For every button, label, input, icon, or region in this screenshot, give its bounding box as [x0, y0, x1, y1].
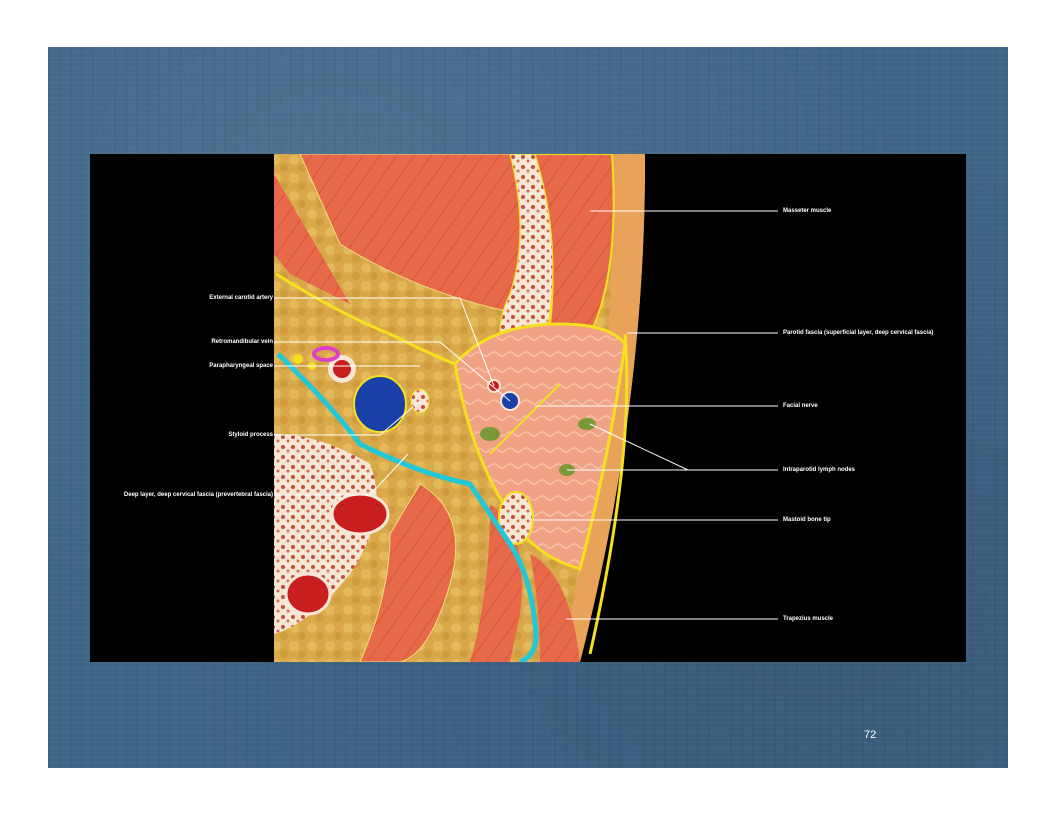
anatomy-figure: Masseter muscle Parotid fascia (superfic… [90, 154, 966, 662]
label-mastoid: Mastoid bone tip [783, 517, 831, 523]
label-parapharyngeal: Parapharyngeal space [209, 363, 273, 369]
label-facial-nerve: Facial nerve [783, 403, 818, 409]
anatomy-illustration [274, 154, 778, 662]
leader-lines [274, 210, 778, 620]
leader-deep-fascia [274, 453, 409, 496]
label-deep-fascia: Deep layer, deep cervical fascia (prever… [123, 492, 273, 498]
label-trapezius: Trapezius muscle [783, 616, 834, 622]
label-ext-carotid: External carotid artery [209, 295, 273, 301]
leader-styloid [274, 400, 421, 436]
leader-ext-carotid [274, 297, 495, 387]
label-lymph-nodes: Intraparotid lymph nodes [783, 467, 856, 473]
label-styloid: Styloid process [228, 432, 273, 438]
leader-retromandibular [274, 341, 511, 402]
label-retromandibular: Retromandibular vein [211, 339, 273, 345]
label-masseter: Masseter muscle [783, 208, 832, 214]
label-parotid-fascia: Parotid fascia (superficial layer, deep … [783, 330, 934, 336]
page-number: 72 [864, 729, 877, 741]
tissue-section [274, 154, 646, 662]
